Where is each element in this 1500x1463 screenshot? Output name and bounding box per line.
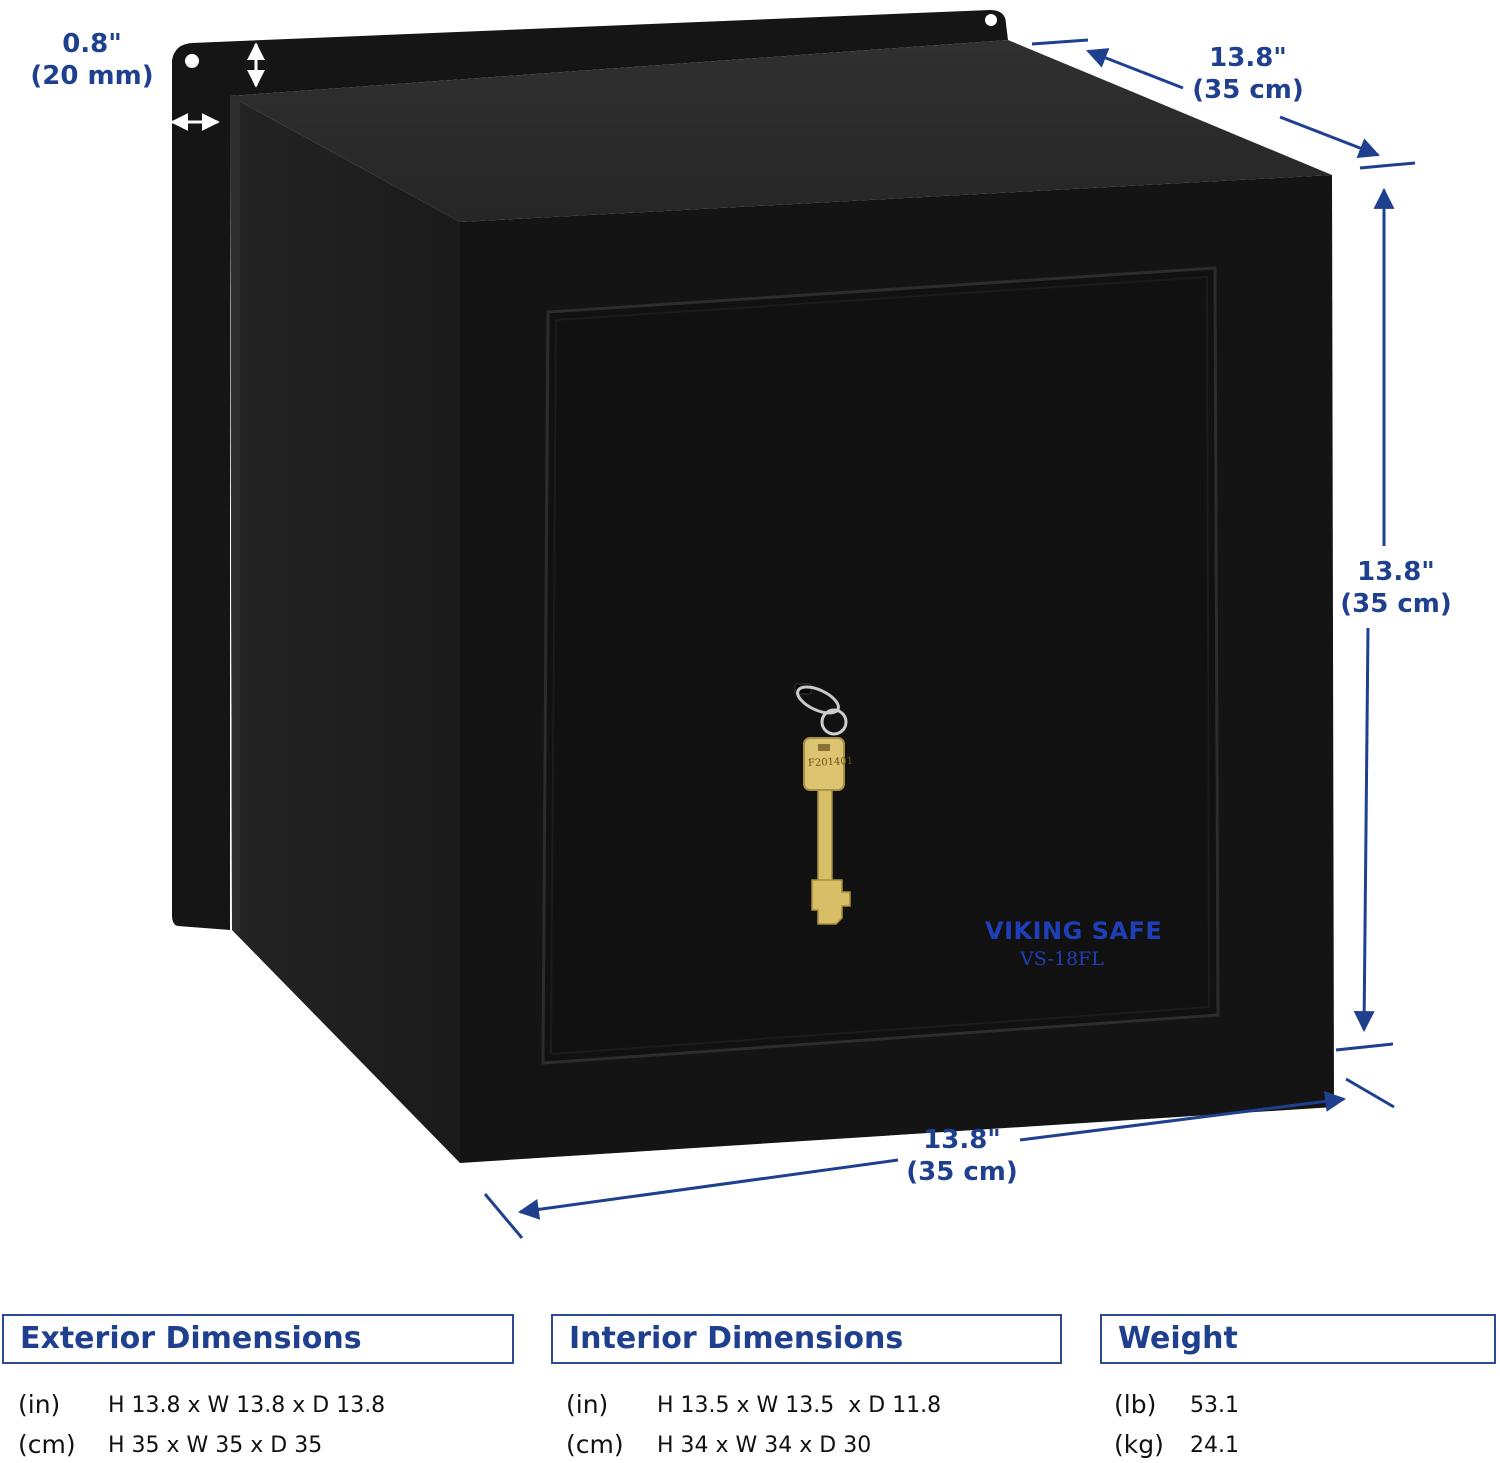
weight-lb-value: 53.1 — [1190, 1393, 1239, 1418]
exterior-cm-value: H 35 x W 35 x D 35 — [108, 1433, 323, 1458]
exterior-dimensions-heading: Exterior Dimensions — [2, 1314, 514, 1364]
depth-imperial: 13.8" — [1209, 43, 1287, 73]
width-imperial: 13.8" — [923, 1125, 1001, 1155]
width-tick — [1345, 1077, 1395, 1109]
exterior-in-unit: (in) — [18, 1390, 61, 1419]
safe-door — [541, 266, 1220, 1065]
width-metric: (35 cm) — [906, 1157, 1018, 1187]
height-imperial: 13.8" — [1357, 557, 1435, 587]
height-metric: (35 cm) — [1340, 589, 1452, 619]
key-icon — [796, 685, 851, 925]
width-arrow — [517, 1158, 899, 1220]
flange-screw-hole — [985, 14, 997, 26]
depth-callout: 13.8" (35 cm) — [1178, 42, 1318, 106]
weight-heading: Weight — [1100, 1314, 1496, 1364]
interior-dimensions-heading: Interior Dimensions — [551, 1314, 1062, 1364]
weight-kg-value: 24.1 — [1190, 1433, 1239, 1458]
depth-arrow — [1279, 115, 1380, 158]
width-tick — [483, 1193, 524, 1239]
flange-screw-hole — [185, 54, 199, 68]
model-number: VS-18FL — [1020, 948, 1104, 970]
safe-side — [230, 96, 460, 1163]
exterior-in-value: H 13.8 x W 13.8 x D 13.8 — [108, 1393, 386, 1418]
interior-in-unit: (in) — [566, 1390, 609, 1419]
depth-metric: (35 cm) — [1192, 75, 1304, 105]
safe-top — [230, 40, 1332, 222]
height-arrow — [1353, 627, 1375, 1033]
key-code: F201401 — [807, 755, 854, 770]
height-tick — [1335, 1042, 1394, 1052]
depth-tick — [1359, 161, 1416, 170]
width-arrow — [1019, 1090, 1347, 1142]
height-callout: 13.8" (35 cm) — [1326, 556, 1466, 620]
width-callout: 13.8" (35 cm) — [892, 1124, 1032, 1188]
flange-callout: 0.8" (20 mm) — [22, 28, 162, 92]
depth-arrow — [1086, 48, 1184, 90]
flange-imperial: 0.8" — [62, 29, 122, 59]
interior-in-value: H 13.5 x W 13.5 x D 11.8 — [657, 1393, 942, 1418]
interior-cm-unit: (cm) — [566, 1430, 624, 1459]
depth-tick — [1031, 38, 1089, 46]
brand-logo: VIKING SAFE — [985, 917, 1163, 945]
flange-metric: (20 mm) — [30, 61, 154, 91]
weight-kg-unit: (kg) — [1114, 1430, 1164, 1459]
weight-lb-unit: (lb) — [1114, 1390, 1157, 1419]
exterior-cm-unit: (cm) — [18, 1430, 76, 1459]
interior-cm-value: H 34 x W 34 x D 30 — [657, 1433, 872, 1458]
